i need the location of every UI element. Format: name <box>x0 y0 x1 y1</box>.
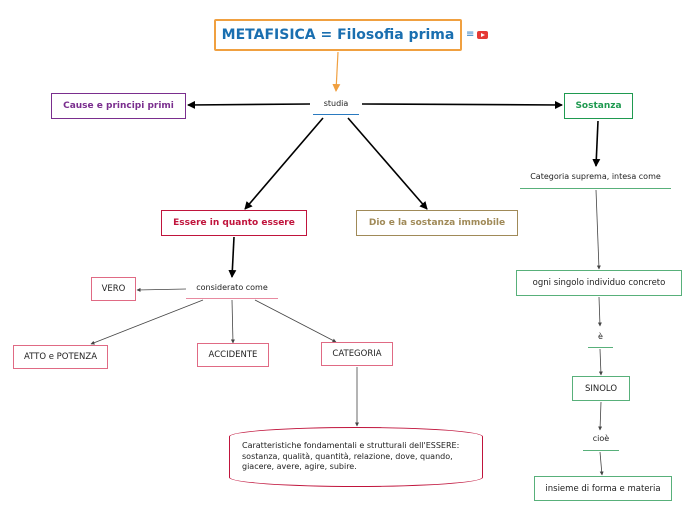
notes-icon[interactable]: ≡ <box>466 29 475 40</box>
edge-considerato-categoria <box>254 299 337 343</box>
e-label[interactable]: è <box>588 330 613 348</box>
node-vero[interactable]: VERO <box>91 277 136 301</box>
node-sinolo[interactable]: SINOLO <box>572 376 630 401</box>
edge-studia-sostanza <box>361 100 563 109</box>
node-categoria[interactable]: CATEGORIA <box>321 342 393 366</box>
studia-label[interactable]: studia <box>313 97 359 115</box>
youtube-icon[interactable] <box>477 31 489 39</box>
edge-sinolo-cioe <box>598 401 603 431</box>
edge-studia-dio <box>347 117 428 210</box>
node-sostanza[interactable]: Sostanza <box>564 93 633 119</box>
edge-studia-essere <box>244 117 324 210</box>
node-atto-potenza[interactable]: ATTO e POTENZA <box>13 345 108 369</box>
edge-considerato-vero <box>136 287 187 292</box>
node-essere[interactable]: Essere in quanto essere <box>161 210 307 236</box>
edge-considerato-atto <box>90 299 204 345</box>
node-categoria-description[interactable]: Caratteristiche fondamentali e struttura… <box>229 427 483 487</box>
node-cause-principi[interactable]: Cause e principi primi <box>51 93 186 119</box>
edge-studia-cause <box>187 100 311 109</box>
cioe-label[interactable]: cioè <box>583 432 619 451</box>
edge-suprema-individuo <box>595 189 601 270</box>
edge-essere-considerato <box>228 236 237 278</box>
edge-cioe-forma <box>599 451 604 476</box>
node-forma-materia[interactable]: insieme di forma e materia <box>534 476 672 501</box>
edge-title-studia <box>332 51 341 92</box>
node-accidente[interactable]: ACCIDENTE <box>197 343 269 367</box>
edge-individuo-e <box>597 296 602 327</box>
considerato-label[interactable]: considerato come <box>186 281 278 299</box>
edge-considerato-accidente <box>230 299 235 344</box>
node-dio[interactable]: Dio e la sostanza immobile <box>356 210 518 236</box>
categoria-suprema-label[interactable]: Categoria suprema, intesa come <box>520 169 671 189</box>
root-topic-title[interactable]: METAFISICA = Filosofia prima <box>214 19 462 51</box>
topic-icons: ≡ <box>466 28 489 42</box>
node-individuo-concreto[interactable]: ogni singolo individuo concreto <box>516 270 682 296</box>
edge-sostanza-suprema <box>592 120 601 167</box>
edge-e-sinolo <box>598 348 603 376</box>
